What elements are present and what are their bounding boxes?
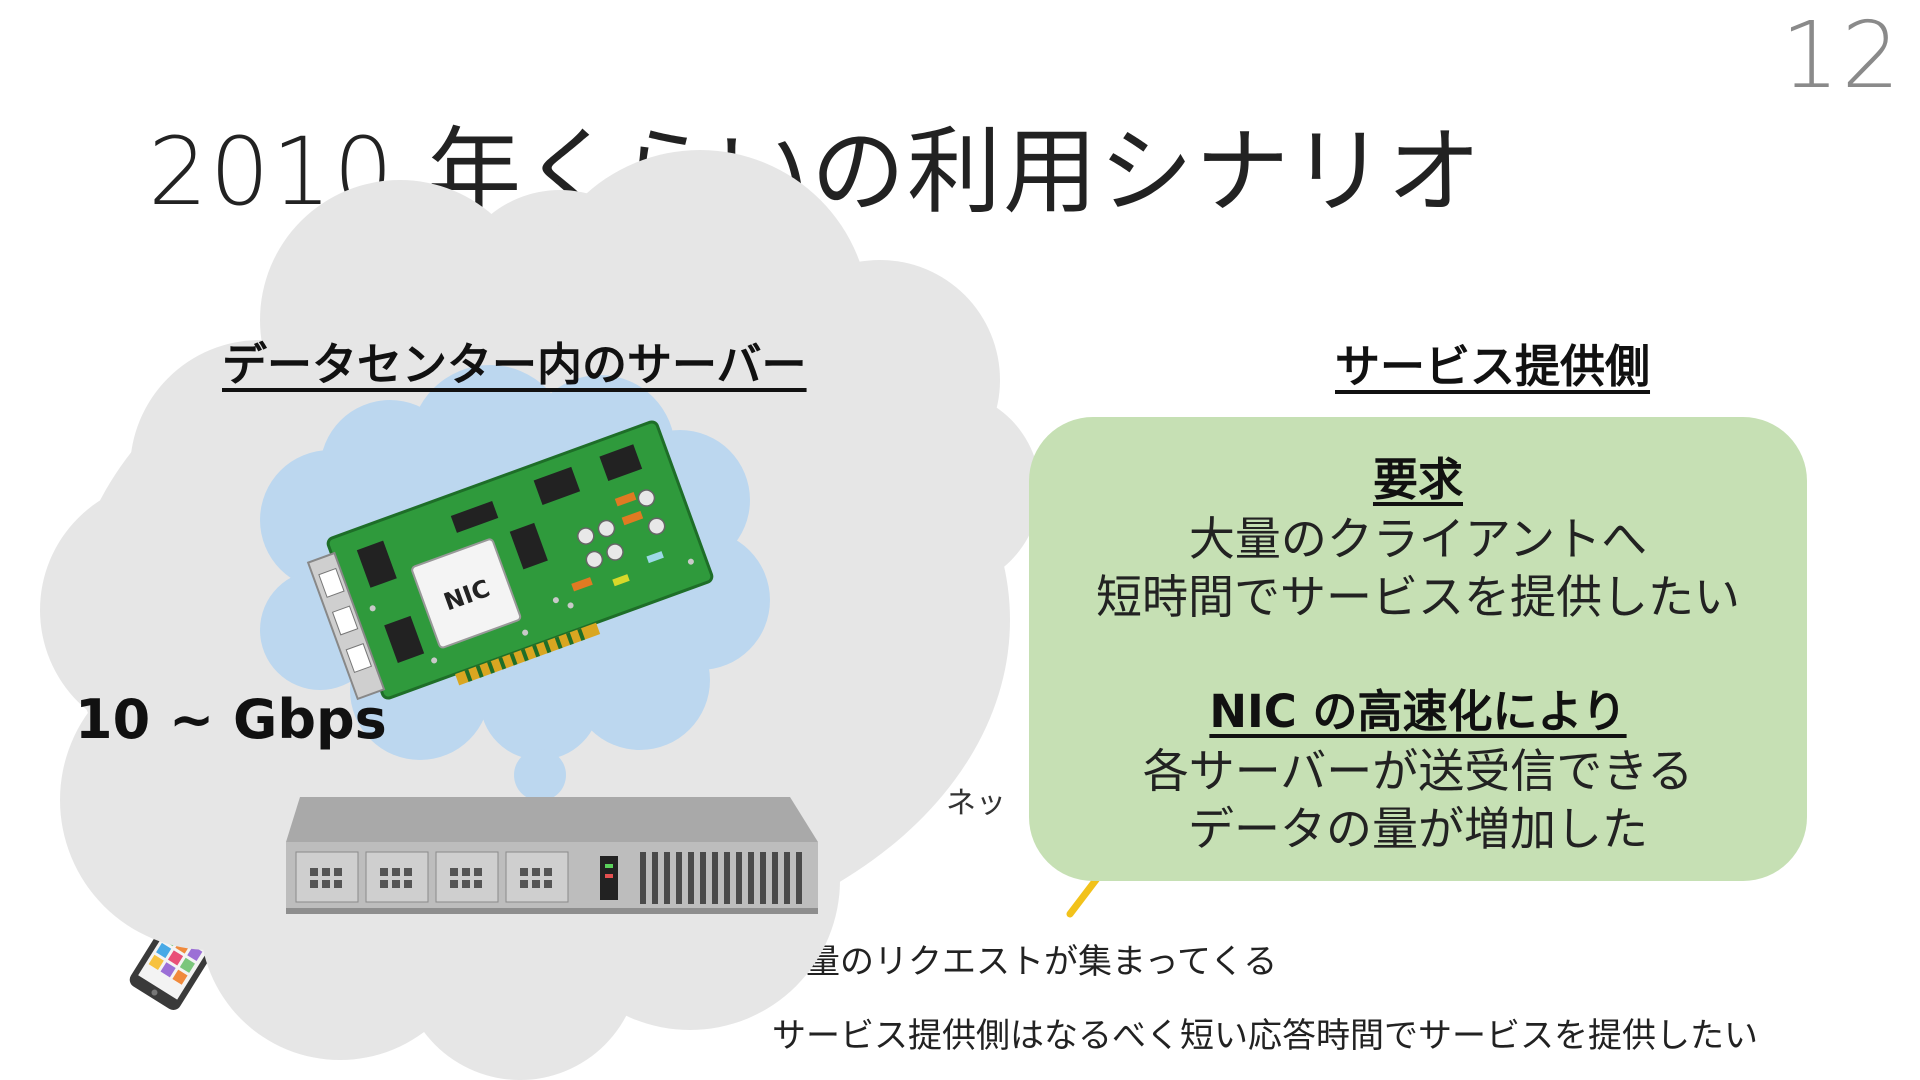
server-illustration	[286, 797, 818, 914]
nic-speed-label: 10 ~ Gbps	[75, 688, 387, 751]
service-side-heading: サービス提供側	[1335, 330, 1650, 395]
callout-heading-nic-speedup: NIC の高速化により	[1029, 675, 1807, 740]
datacenter-heading: データセンター内のサーバー	[222, 328, 807, 393]
requirement-callout: 要求 大量のクライアントへ 短時間でサービスを提供したい NIC の高速化により…	[1029, 417, 1807, 881]
callout-text-line: 各サーバーが送受信できる	[1029, 735, 1807, 801]
callout-heading-requirement: 要求	[1029, 443, 1807, 508]
callout-text-line: データの量が増加した	[1029, 793, 1807, 859]
callout-text-line: 短時間でサービスを提供したい	[1029, 561, 1807, 627]
callout-text-line: 大量のクライアントへ	[1029, 503, 1807, 569]
